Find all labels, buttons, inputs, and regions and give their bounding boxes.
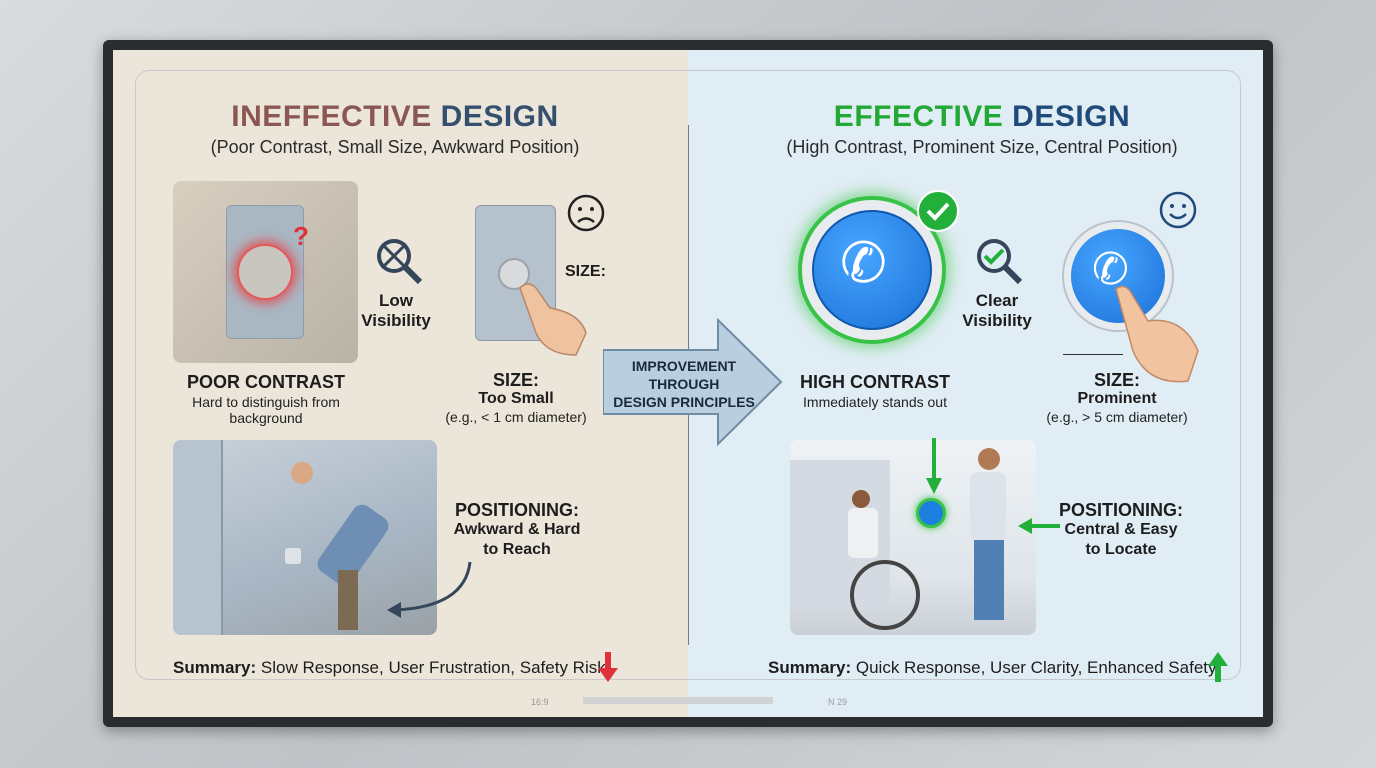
question-mark-icon: ? xyxy=(293,221,309,251)
left-positioning-heading: POSITIONING: xyxy=(454,500,580,520)
effective-title: EFFECTIVE DESIGN xyxy=(834,100,1130,134)
left-summary: Summary: Slow Response, User Frustration… xyxy=(173,658,606,677)
high-contrast-desc: Immediately stands out xyxy=(803,394,947,410)
ineffective-subtitle: (Poor Contrast, Small Size, Awkward Posi… xyxy=(210,137,580,157)
right-summary: Summary: Quick Response, User Clarity, E… xyxy=(768,658,1217,677)
title-word: DESIGN xyxy=(1012,100,1131,133)
title-word: INEFFECTIVE xyxy=(231,100,432,133)
effective-subtitle: (High Contrast, Prominent Size, Central … xyxy=(786,137,1178,157)
footer-bar xyxy=(583,697,773,704)
size-value: Prominent xyxy=(1077,390,1157,407)
smiley-face-icon xyxy=(1159,191,1197,229)
green-down-arrow-icon xyxy=(926,438,942,494)
size-marker-label: SIZE: xyxy=(565,263,606,280)
low-visibility-icon xyxy=(377,239,423,285)
footer-code: N 29 xyxy=(828,697,848,707)
clear-visibility-icon xyxy=(977,239,1023,285)
diameter-line xyxy=(1063,354,1123,355)
checkmark-badge-icon xyxy=(917,190,959,232)
size-heading: SIZE: xyxy=(1093,370,1141,390)
poor-contrast-image: ? xyxy=(173,181,358,363)
size-note: (e.g., > 5 cm diameter) xyxy=(1046,409,1188,425)
improvement-arrow xyxy=(603,318,783,446)
sad-face-icon xyxy=(567,194,605,232)
title-word: DESIGN xyxy=(440,100,559,133)
high-contrast-heading: HIGH CONTRAST xyxy=(800,372,950,392)
green-left-arrow-icon xyxy=(1018,518,1060,534)
right-positioning-heading: POSITIONING: xyxy=(1058,500,1184,520)
finger-icon xyxy=(519,283,587,356)
down-arrow-icon xyxy=(598,652,618,682)
size-value: Too Small xyxy=(478,390,554,407)
phone-icon: ✆ xyxy=(840,231,887,294)
poor-contrast-heading: POOR CONTRAST xyxy=(186,372,346,392)
hand-icon xyxy=(1115,285,1199,383)
title-word: EFFECTIVE xyxy=(833,100,1004,133)
size-note: (e.g., < 1 cm diameter) xyxy=(445,409,587,425)
up-arrow-icon xyxy=(1208,652,1228,682)
curved-arrow-icon xyxy=(387,561,472,618)
prominent-button: ✆ xyxy=(1062,220,1174,332)
size-heading: SIZE: xyxy=(492,370,540,390)
central-position-image xyxy=(790,440,1036,635)
ineffective-title: INEFFECTIVE DESIGN xyxy=(231,100,558,134)
hud-frame xyxy=(135,70,1241,680)
aspect-label: 16:9 xyxy=(531,697,549,707)
display-screen xyxy=(113,50,1263,717)
awkward-position-image xyxy=(173,440,437,635)
